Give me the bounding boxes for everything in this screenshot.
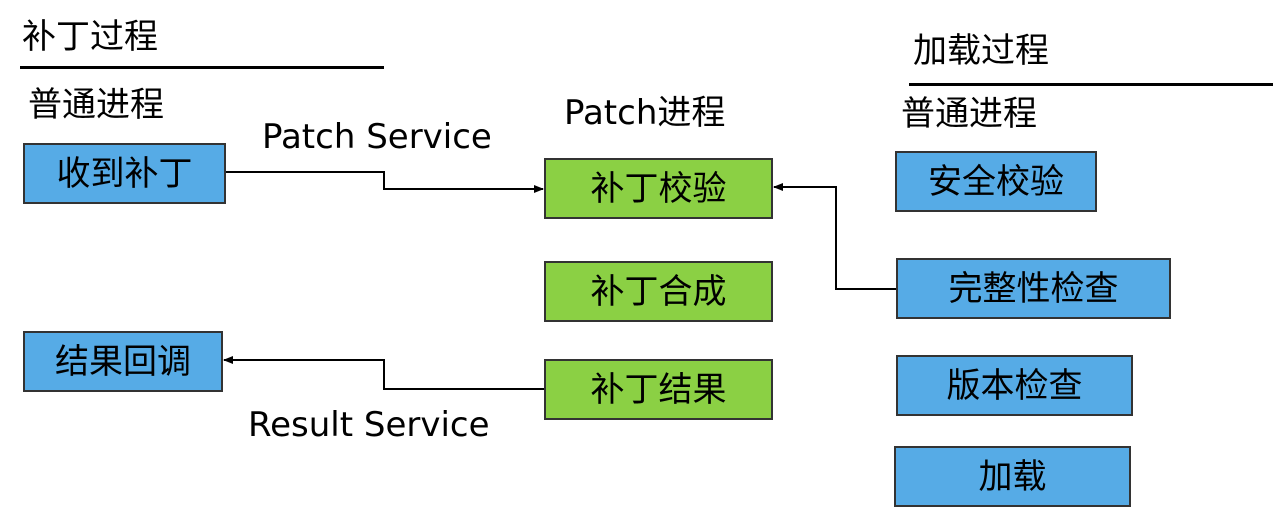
- result-service-label: Result Service: [248, 405, 490, 445]
- version-check-box: 版本检查: [896, 355, 1133, 416]
- receive-patch-box: 收到补丁: [23, 143, 226, 204]
- result-callback-box: 结果回调: [23, 331, 223, 392]
- security-check-box: 安全校验: [895, 151, 1097, 212]
- patch-result-box: 补丁结果: [544, 359, 773, 420]
- load-box: 加载: [894, 446, 1131, 507]
- patch-process-underline: [20, 66, 384, 69]
- normal-process-label-left: 普通进程: [28, 85, 164, 125]
- arrow-integrity-to-verify: [773, 183, 896, 290]
- integrity-check-box: 完整性检查: [896, 258, 1171, 319]
- load-process-heading: 加载过程: [913, 31, 1049, 71]
- patch-verify-box: 补丁校验: [544, 158, 773, 219]
- patch-synthesize-box: 补丁合成: [544, 261, 773, 322]
- arrow-receive-to-verify: [226, 171, 544, 193]
- patch-process-heading: 补丁过程: [22, 17, 158, 57]
- patch-service-label: Patch Service: [262, 117, 492, 157]
- patch-worker-heading: Patch进程: [564, 93, 726, 133]
- load-process-underline: [909, 83, 1273, 86]
- normal-process-label-right: 普通进程: [901, 94, 1037, 134]
- arrow-result-to-callback: [223, 356, 544, 390]
